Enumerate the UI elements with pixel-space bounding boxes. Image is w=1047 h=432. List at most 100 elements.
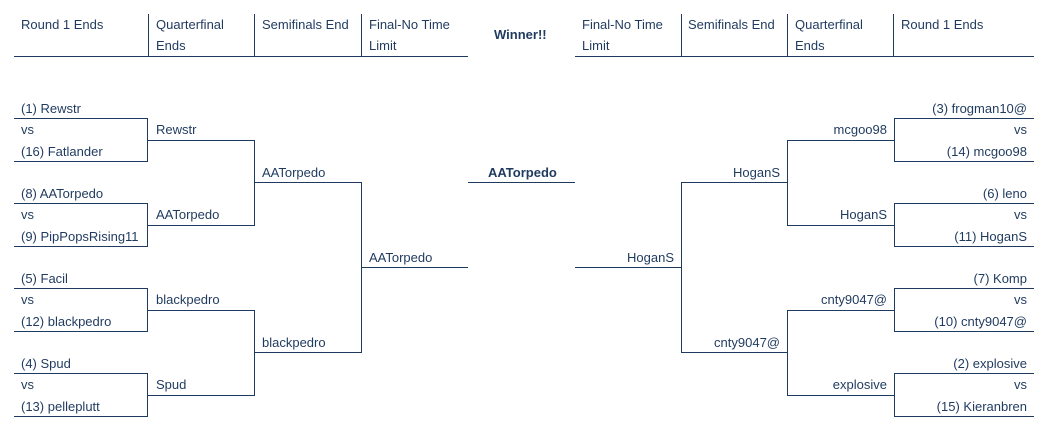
bracket-line <box>894 161 1034 162</box>
bracket-line <box>787 140 788 226</box>
champion-name: AATorpedo <box>488 165 557 180</box>
bracket-line <box>787 310 788 396</box>
left-r1-vs: vs <box>21 292 34 307</box>
bracket-line <box>147 203 148 247</box>
bracket-line <box>787 140 894 141</box>
bracket-line <box>787 310 894 311</box>
left-qf-winner: Spud <box>156 377 187 392</box>
right-r1-seed-top: (7) Komp <box>973 271 1027 286</box>
header-left-quarterfinal: Quarterfinal Ends <box>156 17 224 53</box>
header-right-round1: Round 1 Ends <box>901 17 984 32</box>
left-final-winner: AATorpedo <box>369 250 433 265</box>
bracket-line <box>147 288 148 332</box>
bracket-line <box>681 352 788 353</box>
left-r1-vs: vs <box>21 207 34 222</box>
left-sf-winner: blackpedro <box>262 335 326 350</box>
bracket-line <box>148 395 255 396</box>
bracket-line <box>894 118 895 162</box>
header-right-semifinal: Semifinals End <box>688 17 775 32</box>
left-r1-vs: vs <box>21 377 34 392</box>
header-divider <box>681 14 682 56</box>
bracket-line <box>14 203 148 204</box>
bracket-line <box>255 182 362 183</box>
left-r1-seed-top: (1) Rewstr <box>21 101 81 116</box>
right-r1-seed-top: (3) frogman10@ <box>932 101 1027 116</box>
bracket-line <box>148 140 255 141</box>
bracket-line <box>681 182 788 183</box>
champion-line <box>468 182 575 183</box>
bracket-line <box>14 118 148 119</box>
bracket-line <box>681 182 682 353</box>
header-right-quarterfinal: Quarterfinal Ends <box>795 17 863 53</box>
left-qf-winner: blackpedro <box>156 292 220 307</box>
bracket-line <box>148 310 255 311</box>
right-qf-winner: cnty9047@ <box>821 292 887 307</box>
bracket-line <box>894 203 1034 204</box>
left-r1-seed-top: (8) AATorpedo <box>21 186 104 201</box>
header-divider <box>893 14 894 56</box>
right-r1-seed-bottom: (10) cnty9047@ <box>934 314 1027 329</box>
left-r1-seed-bottom: (9) PipPopsRising11 <box>21 229 139 244</box>
header-divider <box>787 14 788 56</box>
left-r1-seed-bottom: (12) blackpedro <box>21 314 112 329</box>
header-winner: Winner!! <box>494 27 547 42</box>
header-left-round1: Round 1 Ends <box>21 17 104 32</box>
bracket-line <box>14 161 148 162</box>
left-qf-winner: Rewstr <box>156 122 197 137</box>
header-divider <box>361 14 362 56</box>
right-r1-vs: vs <box>1014 122 1027 137</box>
bracket-line <box>894 288 1034 289</box>
bracket-line <box>362 267 468 268</box>
header-left-final: Final-No Time Limit <box>369 17 450 53</box>
bracket-line <box>14 331 148 332</box>
right-r1-vs: vs <box>1014 377 1027 392</box>
right-r1-vs: vs <box>1014 207 1027 222</box>
bracket-line <box>148 225 255 226</box>
bracket-line <box>147 373 148 417</box>
right-qf-winner: explosive <box>832 377 887 392</box>
left-qf-winner: AATorpedo <box>156 207 220 222</box>
right-qf-winner: mcgoo98 <box>833 122 887 137</box>
bracket-line <box>787 395 894 396</box>
bracket-line <box>14 416 148 417</box>
right-qf-winner: HoganS <box>840 207 887 222</box>
bracket-line <box>894 203 895 247</box>
bracket-line <box>575 267 681 268</box>
bracket-line <box>14 373 148 374</box>
header-divider <box>254 14 255 56</box>
bracket-line <box>894 373 895 417</box>
bracket-line <box>894 288 895 332</box>
right-r1-seed-top: (2) explosive <box>953 356 1027 371</box>
right-r1-seed-bottom: (14) mcgoo98 <box>946 144 1027 159</box>
left-r1-seed-bottom: (13) pelleplutt <box>21 399 100 414</box>
bracket-line <box>254 310 255 396</box>
header-underline-right <box>575 56 1034 57</box>
right-r1-seed-top: (6) leno <box>982 186 1027 201</box>
bracket-line <box>14 288 148 289</box>
header-divider <box>148 14 149 56</box>
bracket-line <box>894 416 1034 417</box>
bracket-line <box>894 331 1034 332</box>
bracket-line <box>787 225 894 226</box>
bracket-line <box>894 246 1034 247</box>
bracket-line <box>147 118 148 162</box>
left-r1-seed-bottom: (16) Fatlander <box>21 144 103 159</box>
right-sf-winner: cnty9047@ <box>714 335 780 350</box>
left-r1-vs: vs <box>21 122 34 137</box>
right-r1-vs: vs <box>1014 292 1027 307</box>
left-sf-winner: AATorpedo <box>262 165 326 180</box>
bracket-line <box>894 373 1034 374</box>
right-sf-winner: HoganS <box>733 165 780 180</box>
left-r1-seed-top: (4) Spud <box>21 356 71 371</box>
bracket-line <box>894 118 1034 119</box>
header-left-semifinal: Semifinals End <box>262 17 349 32</box>
bracket-line <box>254 140 255 226</box>
right-r1-seed-bottom: (15) Kieranbren <box>936 399 1027 414</box>
right-final-winner: HoganS <box>627 250 674 265</box>
bracket-line <box>255 352 362 353</box>
bracket-line <box>361 182 362 353</box>
header-right-final: Final-No Time Limit <box>582 17 663 53</box>
bracket-line <box>14 246 148 247</box>
header-underline-left <box>14 56 468 57</box>
right-r1-seed-bottom: (11) HoganS <box>954 229 1027 244</box>
